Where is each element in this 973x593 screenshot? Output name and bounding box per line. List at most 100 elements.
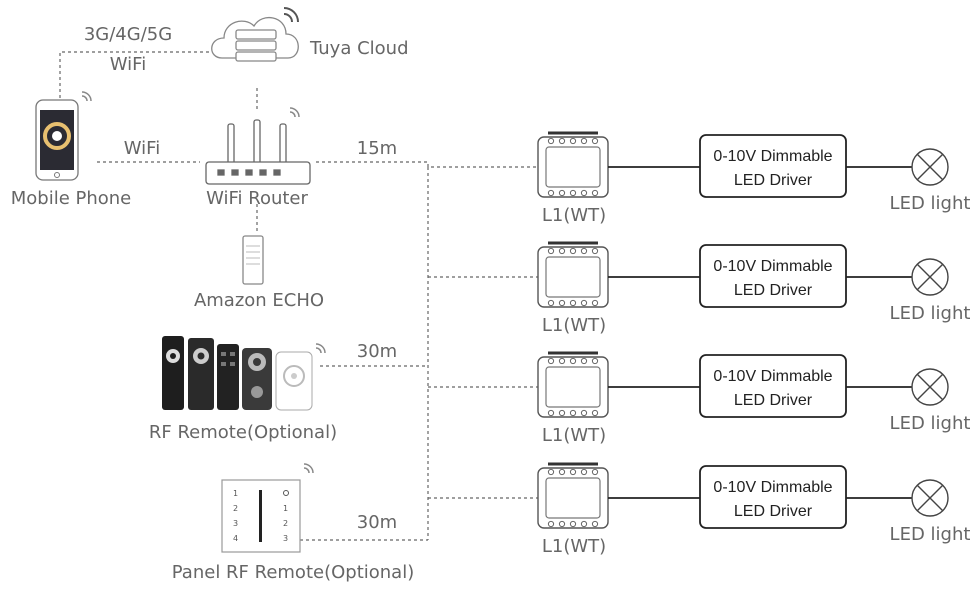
terminal [547,247,555,255]
terminal [569,357,577,365]
led-light-label: LED light [889,524,971,545]
led-driver-box [699,244,847,308]
terminal [580,520,588,528]
driver-label-line1: 0-10V Dimmable [713,479,832,496]
terminal [580,409,588,417]
lamp-cross [916,263,944,291]
terminal [591,137,599,145]
module-label: L1(WT) [541,425,607,446]
wifi-signal-icon [283,7,299,23]
module-face [545,256,601,298]
terminal [580,357,588,365]
panel-number: 1 [233,489,238,498]
lamp-cross [916,153,944,181]
terminal [547,409,555,417]
network-label: 3G/4G/5G [83,24,173,45]
dimmer-module-icon [537,462,609,529]
terminal [580,137,588,145]
dimmer-module-icon [537,351,609,418]
driver-label-line1: 0-10V Dimmable [713,368,832,385]
panel-number: 4 [233,534,238,543]
dimmer-module-icon [537,241,609,308]
echo-label: Amazon ECHO [193,290,325,311]
terminal [580,247,588,255]
driver-label-line2: LED Driver [734,503,813,520]
smartphone-icon [35,99,79,181]
distance-rf-remote: 30m [356,341,398,362]
led-light-label: LED light [889,413,971,434]
driver-label-line2: LED Driver [734,392,813,409]
lamp-icon [911,479,949,517]
cloud-label: Tuya Cloud [310,38,409,59]
lamp-cross [916,373,944,401]
module-face [545,146,601,188]
module-label: L1(WT) [541,205,607,226]
network-wifi-label: WiFi [109,54,147,75]
panel-remote-label: Panel RF Remote(Optional) [171,562,415,583]
terminal [591,189,599,197]
wifi-signal-icon [81,91,92,102]
terminal [569,137,577,145]
led-driver-box [699,465,847,529]
lamp-cross [916,484,944,512]
echo-speaker-icon [242,235,264,285]
rf-remote-label: RF Remote(Optional) [148,422,338,443]
cloud-icon [211,16,299,62]
terminal [558,357,566,365]
router-bus-link [316,161,540,168]
module-face [545,366,601,408]
terminal [591,468,599,476]
wifi-signal-icon [315,343,326,354]
lamp-icon [911,368,949,406]
terminal [591,520,599,528]
terminal [558,409,566,417]
terminal [569,409,577,417]
lamp-icon [911,258,949,296]
module-label: L1(WT) [541,536,607,557]
terminal [547,299,555,307]
panel-number: 2 [233,504,238,513]
led-light-label: LED light [889,193,971,214]
terminal [547,357,555,365]
terminal [558,520,566,528]
phone-cloud-link [59,51,210,98]
terminal [591,247,599,255]
terminal [547,189,555,197]
terminal [580,189,588,197]
router-label: WiFi Router [206,188,308,209]
terminal [591,409,599,417]
dimmer-module-icon [537,131,609,198]
panel-number: 2 [283,519,288,528]
lamp-icon [911,148,949,186]
terminal [558,247,566,255]
terminal [569,189,577,197]
phone-wifi-label: WiFi [123,138,161,159]
terminal [547,520,555,528]
phone-label: Mobile Phone [10,188,132,209]
terminal [558,189,566,197]
terminal [558,137,566,145]
wifi-signal-icon [303,463,314,474]
terminal [580,299,588,307]
led-driver-box [699,134,847,198]
wifi-signal-icon [289,107,300,118]
distance-panel-remote: 30m [356,512,398,533]
wireless-links [59,51,540,541]
power-icon [283,490,289,496]
terminal [558,468,566,476]
panel-number: 3 [233,519,238,528]
terminal [547,137,555,145]
terminal [569,468,577,476]
terminal [580,468,588,476]
terminal [558,299,566,307]
driver-label-line2: LED Driver [734,282,813,299]
driver-label-line1: 0-10V Dimmable [713,148,832,165]
router-icon [205,119,311,185]
rf-remote-icon [162,336,313,411]
terminal [569,247,577,255]
panel-number: 3 [283,534,288,543]
terminal [569,299,577,307]
